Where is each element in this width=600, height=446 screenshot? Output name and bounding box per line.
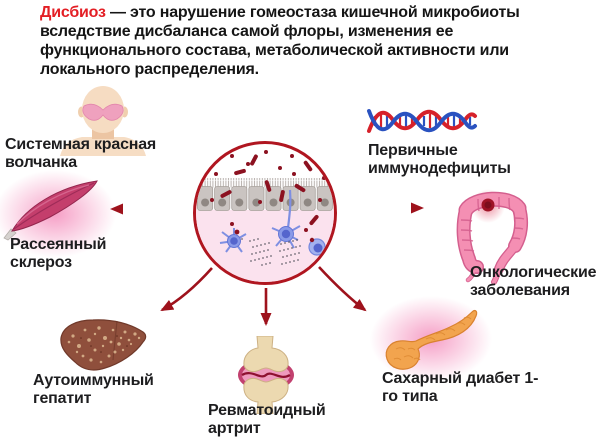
butterfly-rash-face-icon — [60, 86, 146, 156]
gut-epithelium-illustration — [196, 150, 334, 282]
node-label-autoimmune-hepatitis: Аутоиммунный гепатит — [33, 372, 154, 407]
epithelial-cells — [197, 186, 333, 211]
liver-icon — [60, 319, 147, 371]
colon-tumor-icon — [456, 189, 529, 285]
knee-joint-icon — [238, 336, 294, 414]
node-label-type1-diabetes: Сахарный диабет 1-го типа — [382, 370, 539, 405]
definition-term: Дисбиоз — [40, 4, 106, 21]
node-label-multiple-sclerosis: Рассеянный склероз — [10, 236, 107, 271]
nerve-glow — [0, 170, 116, 258]
node-label-rheumatoid-arthritis: Ревматоидный артрит — [208, 402, 326, 437]
pancreas-icon — [385, 310, 478, 370]
dendritic-cell-left — [219, 228, 247, 253]
dendritic-cell-center — [271, 189, 301, 249]
node-label-lupus: Системная красная волчанка — [5, 136, 157, 171]
definition-body: — это нарушение гомеостаза кишечной микр… — [40, 4, 520, 78]
definition-text: Дисбиоз — это нарушение гомеостаза кишеч… — [40, 3, 572, 79]
node-label-oncology: Онкологические заболевания — [470, 264, 597, 299]
arrow-to-type1-diabetes — [318, 266, 367, 312]
arrow-to-autoimmune-hepatitis — [160, 267, 213, 312]
nerve-fiber-icon — [3, 180, 98, 241]
gut-microbiota-circle — [193, 141, 337, 285]
macrophage-cell — [308, 237, 326, 256]
node-label-primary-immunodeficiency: Первичные иммунодефициты — [368, 142, 511, 177]
dna-helix-icon — [367, 109, 477, 133]
secreted-particles — [241, 238, 301, 266]
